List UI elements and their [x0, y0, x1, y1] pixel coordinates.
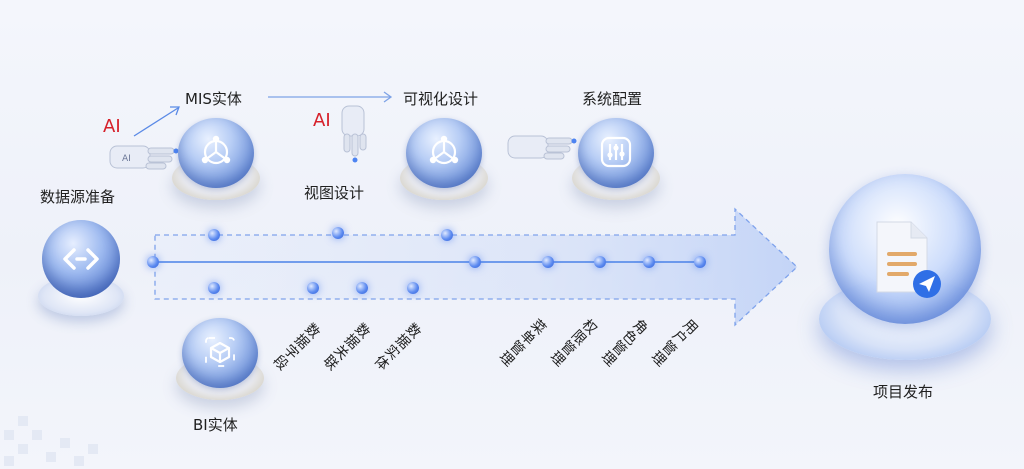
robot-hand-icon: [341, 105, 367, 163]
flow-dot: [356, 282, 368, 294]
document-send-icon: [876, 221, 941, 298]
flow-dot: [147, 256, 159, 268]
mis-entity-label: MIS实体: [185, 90, 242, 108]
publish-node: [815, 168, 995, 368]
flow-dot: [407, 282, 419, 294]
flow-dot: [332, 227, 344, 239]
ai-arrow: [133, 106, 180, 137]
flow-dot: [208, 282, 220, 294]
network-hub-icon: [201, 135, 231, 165]
robot-hand-icon: [507, 135, 577, 160]
flow-dot: [208, 229, 220, 241]
flow-dot: [307, 282, 319, 294]
network-hub-icon: [429, 135, 459, 165]
view-design-label: 视图设计: [304, 184, 365, 202]
bi-entity-label: BI实体: [193, 416, 238, 434]
publish-label: 项目发布: [873, 383, 934, 401]
decorative-pixels: [4, 416, 98, 466]
source-node: [36, 220, 126, 320]
flow-dot: [542, 256, 554, 268]
flow-dot: [643, 256, 655, 268]
ai-label: AI: [103, 116, 121, 137]
flow-dot: [594, 256, 606, 268]
robot-hand-icon: AI: [109, 145, 179, 170]
visual-design-node: [400, 118, 488, 206]
cube-icon: [205, 337, 235, 367]
bi-entity-node: [176, 318, 264, 406]
visual-design-label: 可视化设计: [403, 90, 479, 108]
mis-entity-node: [172, 118, 260, 206]
code-brackets-icon: [63, 248, 99, 270]
robot-badge: AI: [122, 154, 131, 164]
flow-connector: [268, 91, 393, 103]
system-config-node: [572, 118, 660, 206]
sliders-icon: [600, 136, 632, 168]
flow-dot: [469, 256, 481, 268]
system-config-label: 系统配置: [582, 90, 643, 108]
flow-dot: [694, 256, 706, 268]
ai-label: AI: [313, 110, 331, 131]
flow-dot: [441, 229, 453, 241]
source-label: 数据源准备: [40, 188, 116, 206]
